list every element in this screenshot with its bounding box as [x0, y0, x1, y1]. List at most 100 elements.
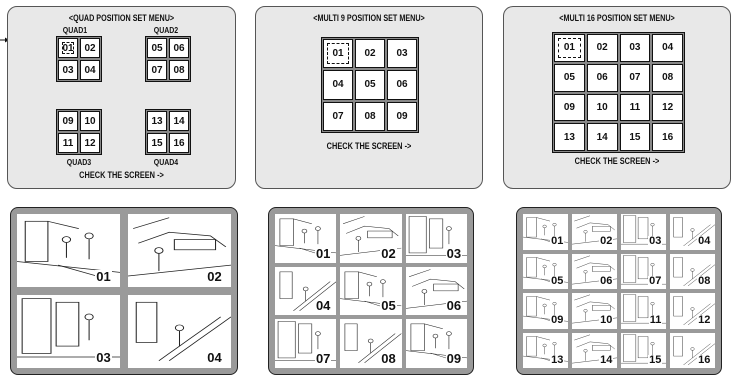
position-cell[interactable]: 02	[355, 39, 385, 68]
camera-number-label: 10	[599, 315, 613, 326]
camera-number-label: 03	[95, 351, 111, 364]
position-cell[interactable]: 03	[387, 39, 417, 68]
multi16-menu-title: <MULTI 16 POSITION SET MENU>	[527, 13, 708, 23]
quad-cell[interactable]: 14	[169, 111, 189, 131]
position-cell[interactable]: 09	[387, 102, 417, 131]
camera-number-label: 02	[206, 270, 222, 283]
camera-number-label: 12	[697, 315, 711, 326]
position-cell[interactable]: 12	[652, 94, 683, 122]
camera-view: 06	[406, 267, 467, 316]
position-cell[interactable]: 03	[620, 34, 651, 62]
camera-view: 08	[340, 319, 401, 368]
camera-number-label: 14	[599, 355, 613, 366]
position-cell[interactable]: 04	[323, 70, 353, 99]
camera-number-label: 08	[697, 276, 711, 287]
quad-cell[interactable]: 12	[80, 133, 100, 153]
quad-cell[interactable]: 15	[147, 133, 167, 153]
camera-number-label: 15	[648, 355, 662, 366]
camera-view: 13	[523, 333, 568, 369]
position-cell[interactable]: 08	[652, 64, 683, 92]
quad3-grid: 09 10 11 12	[56, 109, 102, 155]
camera-number-label: 13	[550, 355, 564, 366]
quad-cell[interactable]: 09	[58, 111, 78, 131]
camera-number-label: 09	[446, 352, 462, 365]
camera-number-label: 01	[95, 270, 111, 283]
camera-view: 06	[572, 254, 617, 290]
camera-view: 16	[670, 333, 715, 369]
position-cell[interactable]: 01	[554, 34, 585, 62]
camera-number-label: 11	[649, 315, 663, 326]
position-cell[interactable]: 04	[652, 34, 683, 62]
quad-cell[interactable]: 02	[80, 38, 100, 58]
camera-view: 14	[572, 333, 617, 369]
camera-view: 15	[621, 333, 666, 369]
position-cell[interactable]: 01	[323, 39, 353, 68]
quad2-label: QUAD2	[154, 25, 179, 35]
camera-view: 12	[670, 293, 715, 329]
quad-cell[interactable]: 10	[80, 111, 100, 131]
quad-cell[interactable]: 13	[147, 111, 167, 131]
camera-number-label: 01	[315, 247, 331, 260]
multi9-menu-title: <MULTI 9 POSITION SET MENU>	[279, 13, 460, 23]
camera-view: 04	[275, 267, 336, 316]
quad-cell[interactable]: 08	[169, 60, 189, 80]
position-cell[interactable]: 11	[620, 94, 651, 122]
quad-cell[interactable]: 05	[147, 38, 167, 58]
position-cell[interactable]: 14	[587, 123, 618, 151]
camera-number-label: 16	[697, 355, 711, 366]
quad-cell[interactable]: 07	[147, 60, 167, 80]
camera-view: 03	[621, 214, 666, 250]
position-cell[interactable]: 05	[355, 70, 385, 99]
quad1-label: QUAD1	[63, 25, 88, 35]
camera-view: 08	[670, 254, 715, 290]
camera-view: 05	[340, 267, 401, 316]
quad-monitor-preview: 01 02 03 04	[10, 207, 238, 375]
camera-view: 02	[572, 214, 617, 250]
position-cell[interactable]: 05	[554, 64, 585, 92]
camera-number-label: 03	[446, 247, 462, 260]
quad-cell[interactable]: 06	[169, 38, 189, 58]
camera-number-label: 05	[550, 276, 564, 287]
position-cell[interactable]: 07	[323, 102, 353, 131]
camera-view: 04	[128, 295, 231, 368]
quad-cell[interactable]: 03	[58, 60, 78, 80]
camera-number-label: 06	[599, 276, 613, 287]
camera-number-label: 08	[380, 352, 396, 365]
position-cell[interactable]: 02	[587, 34, 618, 62]
position-cell[interactable]: 13	[554, 123, 585, 151]
quad-cell[interactable]: 04	[80, 60, 100, 80]
quad4-label: QUAD4	[154, 157, 179, 167]
quad4-grid: 13 14 15 16	[145, 109, 191, 155]
quad-cell[interactable]: 01	[58, 38, 78, 58]
camera-number-label: 03	[648, 236, 662, 247]
camera-number-label: 07	[315, 352, 331, 365]
quad2-grid: 05 06 07 08	[145, 36, 191, 82]
position-cell[interactable]: 06	[587, 64, 618, 92]
check-screen-text: CHECK THE SCREEN ->	[28, 170, 214, 180]
camera-view: 01	[275, 214, 336, 263]
quad-cell[interactable]: 11	[58, 133, 78, 153]
camera-view: 01	[523, 214, 568, 250]
position-cell[interactable]: 07	[620, 64, 651, 92]
camera-view: 10	[572, 293, 617, 329]
camera-number-label: 04	[315, 299, 331, 312]
position-cell[interactable]: 09	[554, 94, 585, 122]
camera-view: 03	[406, 214, 467, 263]
camera-number-label: 06	[446, 299, 462, 312]
camera-number-label: 09	[550, 315, 564, 326]
position-cell[interactable]: 08	[355, 102, 385, 131]
camera-view: 07	[275, 319, 336, 368]
position-cell[interactable]: 15	[620, 123, 651, 151]
quad-cell[interactable]: 16	[169, 133, 189, 153]
camera-number-label: 02	[380, 247, 396, 260]
quad-menu-title: <QUAD POSITION SET MENU>	[31, 13, 213, 23]
camera-view: 07	[621, 254, 666, 290]
position-cell[interactable]: 16	[652, 123, 683, 151]
position-cell[interactable]: 06	[387, 70, 417, 99]
position-cell[interactable]: 10	[587, 94, 618, 122]
